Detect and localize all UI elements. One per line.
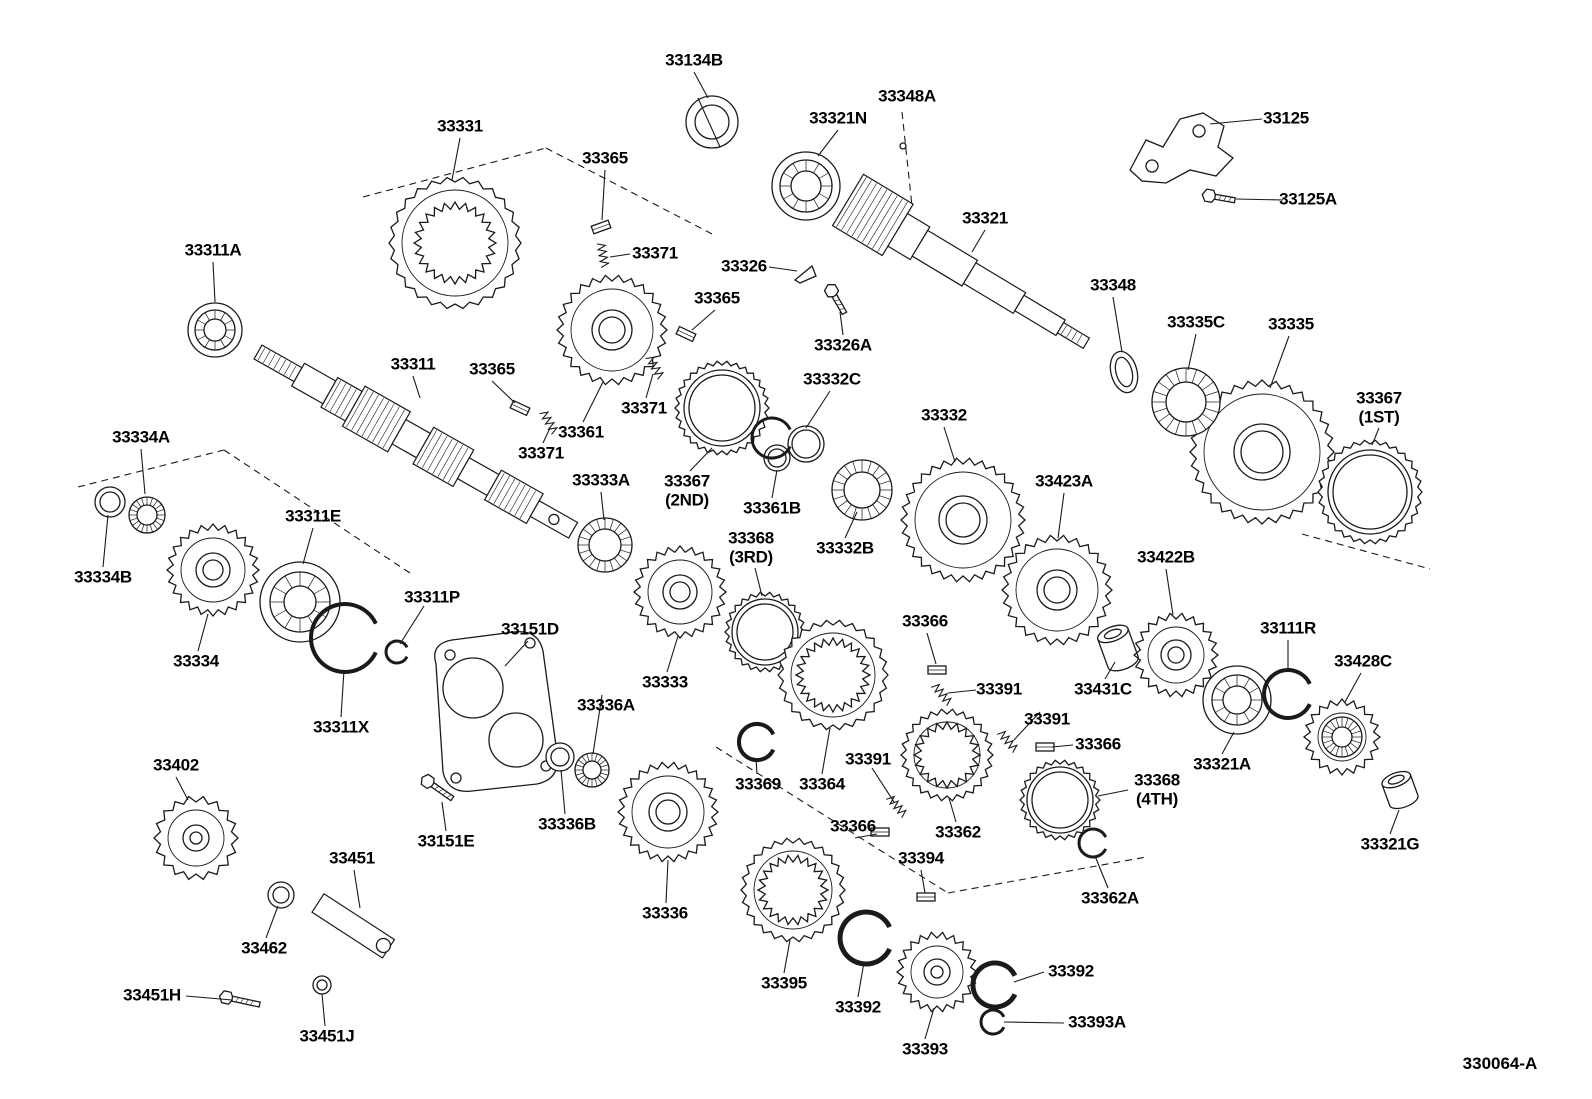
synchro-ring-33368-4th: [1019, 759, 1101, 841]
ring-33348: [1109, 350, 1139, 394]
gear-33393: [895, 931, 979, 1013]
bolt-33125a: [1201, 188, 1236, 204]
gear-33332: [900, 457, 1026, 583]
shift-key-33365-3: [509, 399, 531, 417]
hub-sleeve-33331: [388, 176, 522, 310]
hub-sleeve-33364: [777, 619, 889, 731]
gear-33336: [616, 761, 720, 863]
bolt-33451h: [218, 990, 261, 1008]
key-spring-33371-2: [645, 356, 665, 380]
synchro-ring-33367-2nd: [674, 360, 770, 456]
snap-ring-33332c: [750, 416, 792, 460]
synchro-ring-33367-1st: [1317, 439, 1423, 545]
spacer-cylinder-33321g: [1381, 770, 1419, 810]
key-spring-33371-3: [539, 411, 559, 435]
washer-ring-33462: [267, 881, 295, 909]
plate-33151d: [434, 630, 559, 793]
hub-sleeve-33395: [740, 837, 846, 943]
snap-ring-33311x: [309, 602, 378, 674]
gear-33334: [165, 522, 261, 618]
snap-ring-33111r: [1262, 668, 1312, 720]
shift-key-33366-2: [1035, 742, 1055, 752]
needle-bearing-33335c: [1151, 367, 1221, 437]
bracket-33125: [1129, 112, 1234, 184]
input-shaft-33321: [831, 173, 1091, 350]
shift-key-33366-3: [870, 827, 890, 837]
key-spring-33391-1: [931, 683, 953, 707]
snap-ring-33393a: [979, 1008, 1006, 1036]
needle-bearing-33336a: [574, 752, 610, 788]
snap-ring-33369: [736, 722, 776, 762]
snap-ring-33362a: [1077, 827, 1108, 859]
hub-sleeve-33362: [900, 708, 994, 802]
snap-ring-33392-a: [837, 909, 892, 967]
shift-key-33366-1: [927, 665, 947, 675]
bearing-33321a: [1202, 665, 1272, 735]
key-spring-33391-3: [886, 795, 908, 819]
bolt-33326a: [823, 284, 848, 316]
output-shaft-33311: [253, 344, 579, 539]
snap-ring-33392-b: [970, 960, 1018, 1010]
key-spring-33391-2: [997, 730, 1019, 754]
gear-33361: [556, 274, 668, 386]
bolt-33151e: [420, 773, 455, 802]
washer-ring-33451j: [312, 975, 332, 995]
bearing-33311e: [259, 561, 341, 643]
key-spring-33371-1: [596, 243, 611, 268]
spacer-cylinder-33431c: [1096, 624, 1140, 672]
washer-ring-33334b: [94, 486, 126, 518]
shift-key-33365-2: [675, 325, 697, 343]
needle-bearing-33334a: [128, 496, 166, 534]
gear-33402: [153, 795, 239, 881]
shift-key-33394: [916, 892, 936, 902]
bearing-33311a: [187, 302, 243, 358]
gear-33422b: [1132, 612, 1220, 698]
diagram-number: 330064-A: [1462, 1054, 1538, 1073]
small-pin-33348a: [899, 142, 907, 150]
snap-ring-33311p: [384, 639, 409, 665]
shift-key-33365-1: [590, 219, 612, 235]
washer-ring-33336b: [545, 742, 575, 772]
washer-ring-33134b: [685, 95, 739, 149]
bearing-33321n: [771, 151, 841, 221]
pin-shaft-33451: [311, 892, 396, 959]
gear-33335: [1189, 379, 1335, 525]
washer-ring-33332c-spacer: [787, 425, 825, 463]
needle-bearing-33332b: [831, 459, 893, 521]
needle-bearing-33428c-bearing: [1321, 716, 1363, 758]
gear-33423a: [1001, 534, 1113, 646]
needle-bearing-33333a: [577, 517, 633, 573]
gear-33333: [632, 544, 728, 640]
clip-33326: [793, 264, 817, 284]
